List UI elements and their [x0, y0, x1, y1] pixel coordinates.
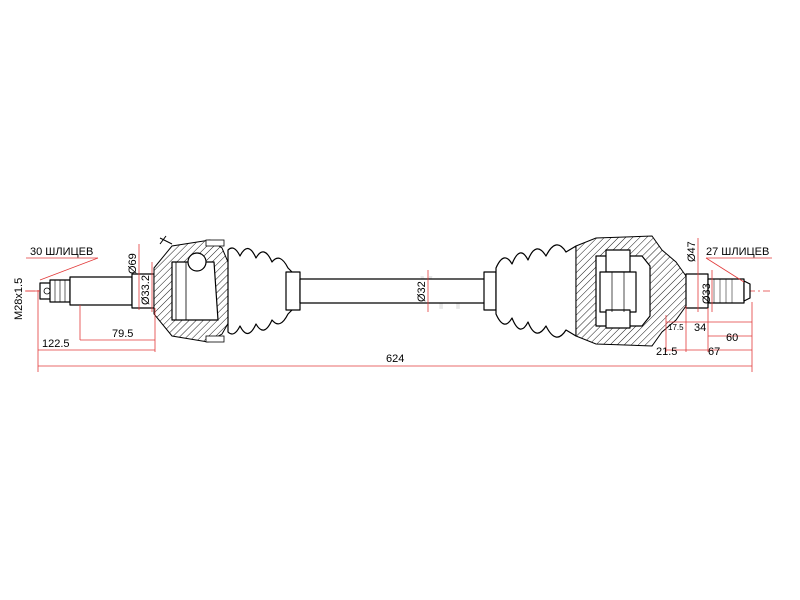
outer-cv-joint: [153, 235, 231, 343]
left-splines-label: 30 ШЛИЦЕВ: [30, 246, 93, 258]
right-seat-diameter: Ø33: [701, 283, 713, 304]
shaft-diameter: Ø32: [416, 281, 428, 302]
inner-joint-diameter: Ø47: [686, 241, 698, 262]
right-stub: [685, 273, 751, 309]
thread-label: M28x1.5: [13, 278, 25, 320]
outer-boot-clamp: [285, 271, 301, 311]
left-seat-diameter: Ø33.2: [140, 275, 152, 305]
dimensions: [26, 238, 772, 372]
left-stub: [39, 273, 155, 309]
inner-joint-housing: [575, 235, 687, 347]
right-splines-label: 27 ШЛИЦЕВ: [706, 246, 769, 258]
left-stub-length: 79.5: [112, 328, 133, 340]
outer-joint-diameter: Ø69: [127, 253, 139, 274]
right-length-67: 67: [708, 346, 720, 358]
right-length-60: 60: [726, 332, 738, 344]
inner-boot-clamp: [483, 271, 497, 311]
inner-boot: [495, 244, 577, 338]
right-length-21-5: 21.5: [656, 346, 677, 358]
left-overall-length: 122.5: [42, 338, 70, 350]
intermediate-shaft: [299, 278, 491, 304]
total-length: 624: [386, 353, 404, 365]
right-length-17-5: 17.5: [668, 323, 684, 332]
right-length-34: 34: [694, 322, 706, 334]
